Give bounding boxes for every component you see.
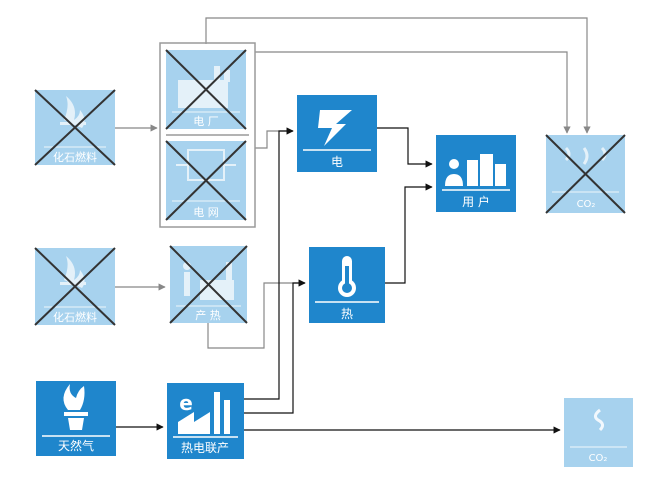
crossed-out-mark	[34, 247, 116, 326]
connector-plant-to-co2-top	[205, 17, 591, 134]
node-natural-gas: 天然气	[36, 381, 116, 456]
node-users: 用 户	[436, 135, 516, 212]
heat-production-label: 产 热	[195, 308, 221, 322]
connector-heat-to-users	[385, 183, 433, 284]
fossil-fuel-2-label: 化石燃料	[53, 310, 97, 324]
chp-label: 热电联产	[181, 441, 229, 455]
node-chp: e 热电联产	[167, 383, 244, 459]
connector-electricity-to-users	[377, 127, 433, 168]
connector-heatprod-to-heat	[207, 279, 306, 349]
plant-grid-frame	[159, 42, 256, 228]
power-grid-label: 电 网	[193, 206, 219, 219]
crossed-out-mark	[34, 89, 116, 166]
heat-label: 热	[341, 307, 353, 321]
node-fossil-fuel-1: 化石燃料	[34, 89, 116, 166]
node-power-plant: 电 厂	[165, 49, 247, 130]
crossed-out-mark	[169, 245, 248, 324]
connector-grid-to-electricity	[255, 127, 294, 149]
connectors	[115, 17, 591, 434]
people-buildings-icon	[445, 154, 506, 186]
natural-gas-label: 天然气	[58, 438, 94, 453]
node-co2-top: CO₂	[545, 134, 626, 214]
crossed-out-mark	[545, 134, 626, 214]
lightning-icon	[318, 110, 352, 146]
factory-icon	[178, 66, 230, 108]
crossed-out-mark	[165, 140, 247, 221]
flame-icon	[60, 96, 86, 128]
power-plant-label: 电 厂	[193, 115, 219, 128]
connector-grid-to-co2-top	[255, 51, 571, 134]
co2-top-label: CO₂	[577, 199, 596, 210]
gas-flame-icon	[63, 384, 88, 430]
node-co2-bottom: CO₂	[564, 398, 633, 467]
node-heat: 热	[309, 247, 385, 323]
fossil-fuel-1-label: 化石燃料	[53, 150, 97, 164]
connector-chp-to-heat	[244, 279, 306, 414]
crossed-out-mark	[165, 49, 247, 130]
node-power-grid: 电 网	[165, 140, 247, 221]
users-label: 用 户	[462, 194, 490, 209]
co2-icon	[593, 408, 605, 432]
svg-text:e: e	[179, 391, 193, 415]
electricity-label: 电	[331, 155, 343, 169]
chp-plant-icon: e	[178, 391, 230, 434]
connector-chp-to-electricity	[244, 127, 294, 400]
node-fossil-fuel-2: 化石燃料	[34, 247, 116, 326]
co2-bottom-label: CO₂	[589, 453, 608, 464]
node-heat-production: 产 热	[169, 245, 248, 324]
node-electricity: 电	[297, 95, 377, 172]
thermometer-icon	[338, 256, 356, 297]
